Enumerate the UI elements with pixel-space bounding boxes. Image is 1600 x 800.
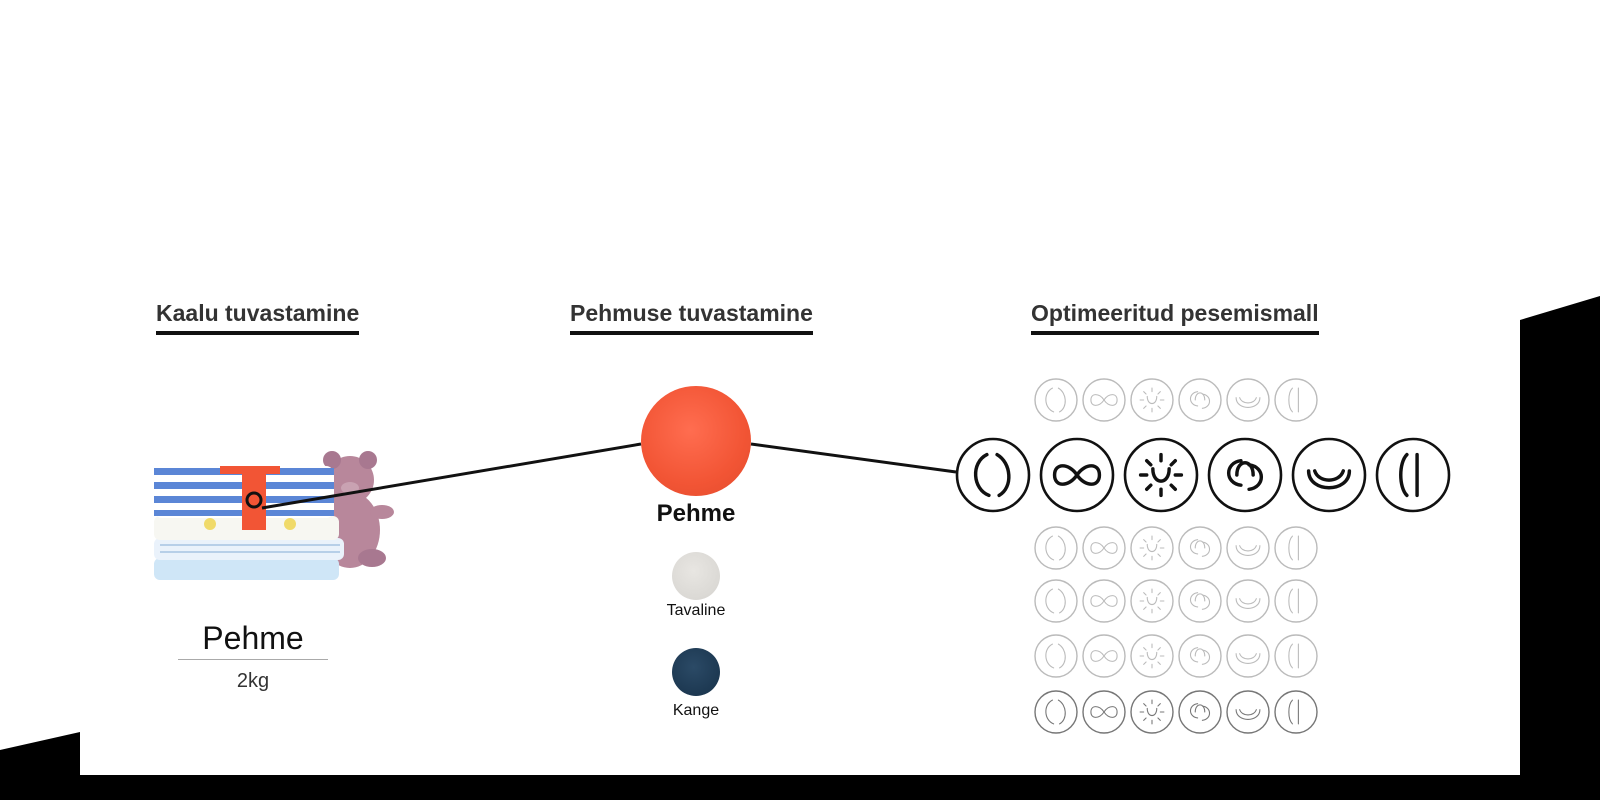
clothes-stack-image — [154, 451, 394, 580]
wash-pattern-title: Optimeeritud pesemismall — [1031, 300, 1319, 335]
fabric-soft-label: Pehme — [656, 500, 736, 527]
fabric-soft-swatch — [641, 386, 751, 496]
bottom-black-band — [0, 775, 1600, 800]
fabric-normal-swatch — [672, 552, 720, 600]
weight-result-label: Pehme — [178, 620, 328, 660]
fabric-normal-label: Tavaline — [666, 602, 726, 619]
softness-detection-title: Pehmuse tuvastamine — [570, 300, 813, 335]
fabric-hard-swatch — [672, 648, 720, 696]
weight-detection-title: Kaalu tuvastamine — [156, 300, 360, 335]
folded-clothes — [154, 466, 344, 580]
right-black-wedge — [1520, 296, 1600, 800]
weight-value: 2kg — [236, 670, 270, 692]
fabric-hard-label: Kange — [672, 702, 720, 719]
